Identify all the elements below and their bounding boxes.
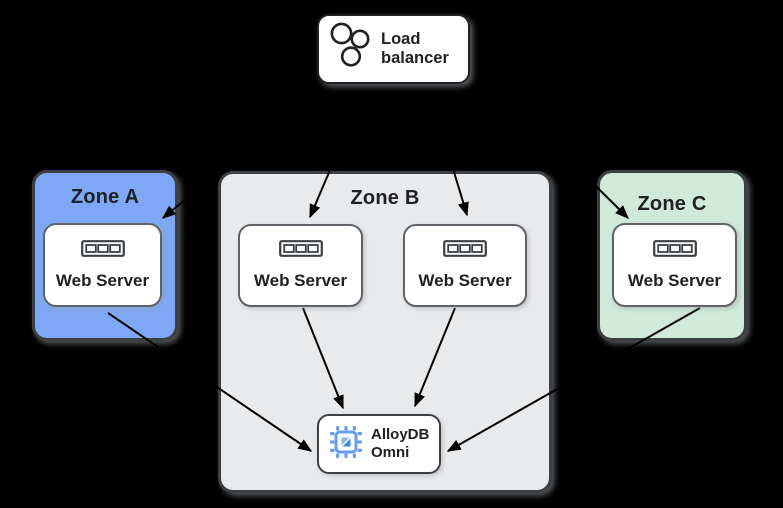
web-server-icon xyxy=(80,239,125,262)
alloydb-label-line1: AlloyDB xyxy=(371,426,430,443)
web-server-icon xyxy=(652,239,697,262)
load-balancer-circles-icon xyxy=(329,21,373,78)
web-server-label: Web Server xyxy=(253,271,348,290)
alloydb-omni-node: AlloyDB Omni xyxy=(317,414,441,474)
web-server-label: Web Server xyxy=(55,270,150,290)
web-server-icon xyxy=(443,240,487,262)
zone-b-title: Zone B xyxy=(350,187,420,209)
zone-c-web-server-node: Web Server xyxy=(612,223,737,307)
web-server-label: Web Server xyxy=(627,270,722,290)
alloydb-label-line2: Omni xyxy=(371,444,410,461)
cpu-chip-icon xyxy=(330,425,362,463)
zone-c-title: Zone C xyxy=(637,193,707,215)
zone-b-web-server-2-node: Web Server xyxy=(403,224,527,307)
zone-a-title: Zone A xyxy=(70,186,140,208)
zone-a-web-server-node: Web Server xyxy=(43,223,162,307)
zone-b-web-server-1-node: Web Server xyxy=(238,224,363,307)
alloydb-omni-label: AlloyDB Omni xyxy=(371,426,429,462)
load-balancer-node: Load balancer xyxy=(317,14,470,84)
web-server-icon xyxy=(278,240,323,262)
load-balancer-label: Load balancer xyxy=(381,30,449,67)
web-server-label: Web Server xyxy=(418,271,512,290)
